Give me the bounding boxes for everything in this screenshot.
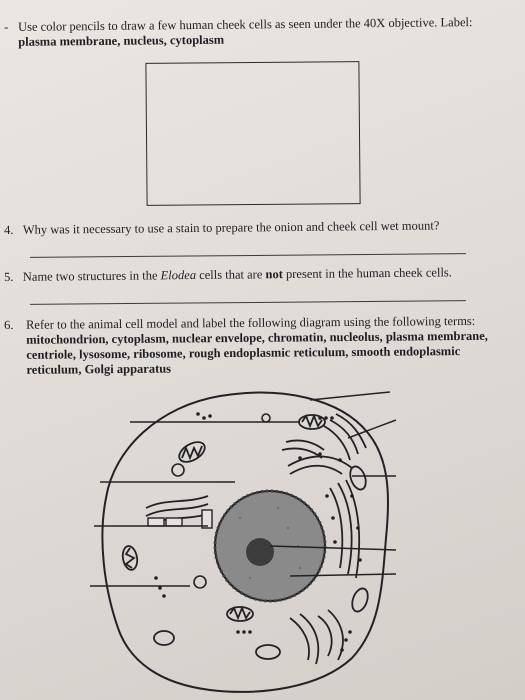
question-6-number: 6. <box>4 317 14 332</box>
question-top: -Use color pencils to draw a few human c… <box>4 15 504 50</box>
nuclear-envelope <box>213 489 327 603</box>
animal-cell-diagram <box>90 391 397 693</box>
question-5-italic: Elodea <box>160 267 197 283</box>
question-5-text-middle: cells that are <box>199 267 263 282</box>
question-6-terms: mitochondrion, cytoplasm, nuclear envelo… <box>26 328 488 377</box>
mitochondrion <box>255 644 281 660</box>
mitochondrion <box>298 413 326 430</box>
plasma-membrane <box>101 391 390 693</box>
question-5-text-after: present in the human cheek cells. <box>285 265 452 282</box>
question-5-number: 5. <box>4 269 14 284</box>
question-top-number: - <box>4 19 9 34</box>
label-lines <box>90 391 397 587</box>
question-5-bold: not <box>265 267 283 282</box>
rough-er <box>287 455 361 661</box>
cell-body <box>101 391 390 693</box>
mitochondrion <box>121 545 139 571</box>
lysosome <box>171 463 185 477</box>
lysosome <box>193 575 207 589</box>
question-4-number: 4. <box>4 222 14 237</box>
question-5: 5. Name two structures in the Elodea cel… <box>4 265 452 285</box>
lysosome <box>261 413 271 423</box>
mitochondrion <box>226 605 254 622</box>
nucleolus <box>246 538 274 566</box>
question-4-text: Why was it necessary to use a stain to p… <box>22 218 440 237</box>
mitochondrion <box>351 587 369 613</box>
answer-line-5[interactable] <box>30 300 466 305</box>
answer-line-4[interactable] <box>30 253 466 258</box>
lysosomes <box>171 413 271 589</box>
mitochondrion <box>153 630 175 646</box>
question-4: 4. Why was it necessary to use a stain t… <box>4 218 439 238</box>
drawing-box[interactable] <box>145 61 361 206</box>
question-6: 6.Refer to the animal cell model and lab… <box>4 314 510 378</box>
golgi-apparatus <box>281 413 367 461</box>
question-5-text-before: Name two structures in the <box>22 268 158 284</box>
mitochondrion <box>178 441 206 463</box>
